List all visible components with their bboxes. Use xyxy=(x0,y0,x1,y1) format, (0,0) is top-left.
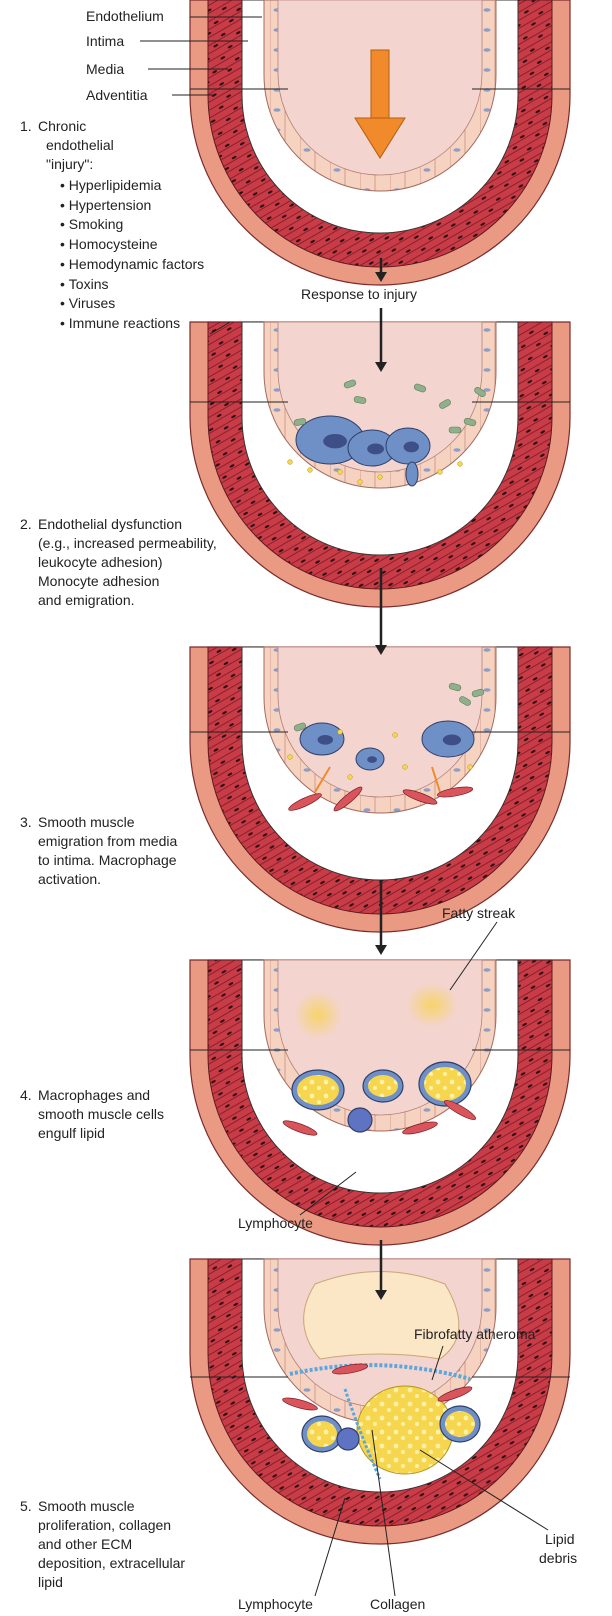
cause-item: Immune reactions xyxy=(60,314,204,334)
step-line: and emigration. xyxy=(38,592,135,608)
fatty-streak-area xyxy=(294,991,342,1039)
step-line: Smooth muscle xyxy=(38,814,134,830)
lipid-debris-label-line-1: Lipid xyxy=(545,1531,575,1547)
lipid-debris-label-line-2: debris xyxy=(539,1550,577,1566)
platelet xyxy=(449,427,461,433)
lipid-droplet xyxy=(358,480,363,485)
step-line: Chronic xyxy=(38,118,86,134)
fatty-streak-label: Fatty streak xyxy=(442,905,515,921)
cause-item: Hypertension xyxy=(60,196,204,216)
lipid-droplet xyxy=(338,470,343,475)
step-line: Smooth muscle xyxy=(38,1498,134,1514)
foam-cell-lipid xyxy=(445,1411,475,1437)
step-line: "injury": xyxy=(46,156,93,172)
emigrating-monocyte xyxy=(406,462,418,486)
media-label: Media xyxy=(86,61,124,77)
cause-item: Viruses xyxy=(60,294,204,314)
step-number: 5. xyxy=(20,1498,32,1514)
step-line: emigration from media xyxy=(38,833,177,849)
cause-item: Homocysteine xyxy=(60,235,204,255)
macrophage-nucleus xyxy=(443,735,461,746)
lymphocyte xyxy=(348,1108,372,1132)
step-line: Endothelial dysfunction xyxy=(38,516,182,532)
lipid-droplet xyxy=(458,462,463,467)
step-number: 1. xyxy=(20,118,32,134)
collagen-label: Collagen xyxy=(370,1596,425,1612)
step-line: leukocyte adhesion) xyxy=(38,554,163,570)
macrophage-nucleus xyxy=(367,756,377,763)
lymphocyte-label-step-5: Lymphocyte xyxy=(238,1596,313,1612)
lipid-droplet xyxy=(438,470,443,475)
step-line: (e.g., increased permeability, xyxy=(38,535,217,551)
lipid-droplet xyxy=(338,730,343,735)
adventitia-label: Adventitia xyxy=(86,87,147,103)
cause-item: Smoking xyxy=(60,215,204,235)
lipid-droplet xyxy=(348,775,353,780)
foam-cell-lipid xyxy=(297,1075,339,1105)
step-line: lipid xyxy=(38,1574,63,1590)
lipid-droplet xyxy=(393,733,398,738)
lipid-droplet xyxy=(468,765,473,770)
step-line: and other ECM xyxy=(38,1536,132,1552)
injury-arrow xyxy=(371,50,389,120)
monocyte-nucleus xyxy=(323,434,347,448)
progression-arrow-3-head xyxy=(375,945,387,955)
step-line: Monocyte adhesion xyxy=(38,573,159,589)
step-number: 2. xyxy=(20,516,32,532)
foam-cell-lipid xyxy=(368,1075,398,1097)
cause-item: Hemodynamic factors xyxy=(60,255,204,275)
cause-item: Hyperlipidemia xyxy=(60,176,204,196)
endothelium-label: Endothelium xyxy=(86,8,164,24)
step-line: deposition, extracellular xyxy=(38,1555,185,1571)
monocyte-nucleus xyxy=(404,442,419,453)
step-line: engulf lipid xyxy=(38,1125,105,1141)
macrophage-nucleus xyxy=(318,735,333,745)
lipid-droplet xyxy=(403,765,408,770)
step-line: activation. xyxy=(38,871,101,887)
intima-label: Intima xyxy=(86,33,124,49)
response-to-injury-label: Response to injury xyxy=(301,286,417,302)
lipid-droplet xyxy=(308,468,313,473)
step-line: smooth muscle cells xyxy=(38,1106,164,1122)
lipid-droplet xyxy=(288,460,293,465)
cause-item: Toxins xyxy=(60,275,204,295)
vessel-cross-section xyxy=(190,960,570,1245)
step-number: 3. xyxy=(20,814,32,830)
foam-cell-lipid xyxy=(307,1421,337,1447)
lipid-droplet xyxy=(378,475,383,480)
lipid-droplet xyxy=(288,755,293,760)
step-number: 4. xyxy=(20,1087,32,1103)
step-line: proliferation, collagen xyxy=(38,1517,171,1533)
foam-cell-lipid xyxy=(424,1067,466,1101)
step-line: endothelial xyxy=(46,137,114,153)
step-line: Macrophages and xyxy=(38,1087,150,1103)
fibrofatty-atheroma-label: Fibrofatty atheroma xyxy=(414,1326,535,1342)
injury-causes-list: Hyperlipidemia Hypertension Smoking Homo… xyxy=(60,176,204,334)
lymphocyte xyxy=(337,1428,359,1450)
step-line: to intima. Macrophage xyxy=(38,852,177,868)
lymphocyte-label-step-4: Lymphocyte xyxy=(238,1215,313,1231)
monocyte-nucleus xyxy=(367,444,384,455)
